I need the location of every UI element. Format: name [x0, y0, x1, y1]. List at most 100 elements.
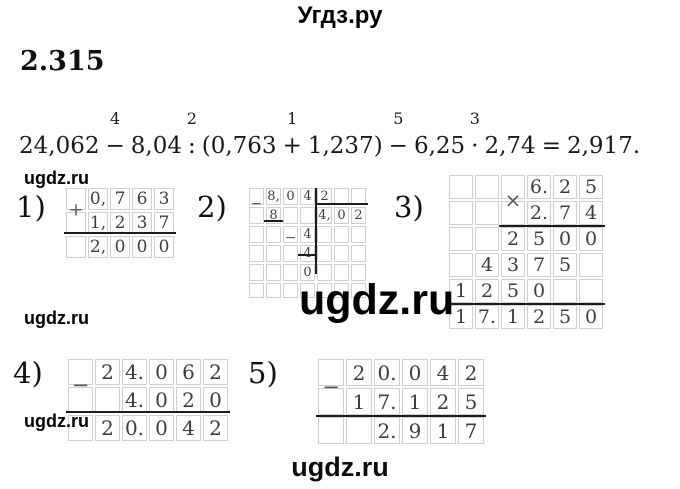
grid-cell: 7. — [374, 388, 400, 415]
grid-cell: 0 — [132, 236, 152, 258]
calc-label-5: 5) — [248, 356, 278, 390]
grid-cell-empty — [351, 264, 366, 281]
problem-number: 2.315 — [20, 46, 105, 77]
grid-cell-empty — [501, 175, 525, 199]
grid-cell: 0, — [88, 188, 108, 210]
grid-cell: 0 — [527, 279, 551, 303]
grid-cell: 2 — [110, 212, 130, 234]
grid-cell: 5 — [553, 253, 577, 277]
grid-cell-empty — [95, 387, 120, 413]
expression-operator: −5 — [388, 109, 408, 159]
expression-operator: ·3 — [469, 109, 480, 159]
grid-cell: 5 — [579, 175, 603, 199]
operation-order-number: 4 — [110, 109, 121, 128]
grid-cell: 1 — [402, 388, 428, 415]
grid-cell: 2 — [527, 305, 551, 329]
grid-cell-empty — [317, 283, 332, 298]
grid-cell: 0. — [374, 359, 400, 386]
expression-operand: 2,917. — [566, 133, 641, 159]
grid-cell: 1 — [430, 417, 456, 444]
grid-cell: 2 — [475, 279, 499, 303]
expression-operand: 2,74 — [484, 133, 536, 159]
grid-cell: 0 — [149, 387, 174, 413]
grid-cell-empty — [449, 175, 473, 199]
grid-cell: 4. — [122, 359, 147, 385]
operation-order-number: 2 — [186, 109, 197, 128]
grid-cell-empty — [351, 245, 366, 262]
grid-cell-empty — [68, 387, 93, 413]
grid-cell-empty — [346, 417, 372, 444]
grid-cell-empty — [249, 226, 264, 243]
grid-cell-empty — [300, 207, 315, 224]
grid-cell-empty — [351, 226, 366, 243]
grid-cell: 0 — [149, 359, 174, 385]
grid-cell-empty — [266, 264, 281, 281]
grid-cell: 2 — [430, 388, 456, 415]
grid-cell: 6. — [527, 175, 551, 199]
grid-cell: 7 — [458, 417, 484, 444]
grid-cell: 2 — [95, 415, 120, 441]
grid-cell: 0. — [122, 415, 147, 441]
footer-watermark: ugdz.ru — [291, 452, 389, 482]
operation-order-number: 3 — [469, 109, 480, 128]
grid-cell: 8 — [266, 207, 281, 224]
grid-cell-empty — [249, 188, 264, 205]
grid-cell: 0 — [553, 227, 577, 251]
calc-label-4: 4) — [13, 356, 43, 390]
grid-cell: 0 — [579, 305, 603, 329]
grid-cell: 2. — [527, 201, 551, 225]
expression-operand: 6,25 — [413, 133, 466, 159]
grid-cell-empty — [266, 226, 281, 243]
grid-cell: 1 — [449, 279, 473, 303]
grid-cell: 2. — [374, 417, 400, 444]
grid-cell-empty — [283, 207, 298, 224]
calc-label-1: 1) — [16, 190, 46, 224]
grid-cell-empty — [334, 283, 349, 298]
grid-cell-empty — [283, 226, 298, 243]
result-line — [66, 411, 230, 413]
grid-cell: 2 — [95, 359, 120, 385]
grid-cell-empty — [334, 245, 349, 262]
grid-cell: 4 — [579, 201, 603, 225]
grid-cell-empty — [68, 359, 93, 385]
grid-cell: 4, — [317, 207, 332, 224]
result-line — [264, 220, 283, 222]
grid-cell-empty — [300, 283, 315, 298]
calc-label-3: 3) — [394, 190, 424, 224]
grid-cell-empty — [449, 201, 473, 225]
result-line — [315, 203, 368, 205]
grid-cell: 0 — [334, 207, 349, 224]
grid-cell-empty — [579, 253, 603, 277]
grid-cell: 4 — [300, 226, 315, 243]
result-line — [64, 232, 176, 234]
grid-cell: 4 — [176, 415, 201, 441]
grid-cell-empty — [317, 264, 332, 281]
operation-sign: + — [68, 199, 84, 221]
grid-cell: 7 — [110, 188, 130, 210]
grid-cell: 7. — [475, 305, 499, 329]
grid-cell-empty — [249, 245, 264, 262]
expression-operator: :2 — [186, 109, 197, 159]
expression-operand: 24,062 — [19, 133, 100, 159]
result-line — [447, 303, 605, 305]
expression-operand: = — [541, 133, 561, 159]
grid-cell: 2 — [203, 359, 228, 385]
grid-cell-empty — [317, 245, 332, 262]
grid-cell: 0 — [579, 227, 603, 251]
grid-cell-empty — [266, 245, 281, 262]
operation-sign: − — [250, 196, 263, 212]
site-header-title: Угдз.ру — [297, 2, 383, 29]
grid-cell: 2 — [553, 175, 577, 199]
grid-cell-empty — [283, 264, 298, 281]
